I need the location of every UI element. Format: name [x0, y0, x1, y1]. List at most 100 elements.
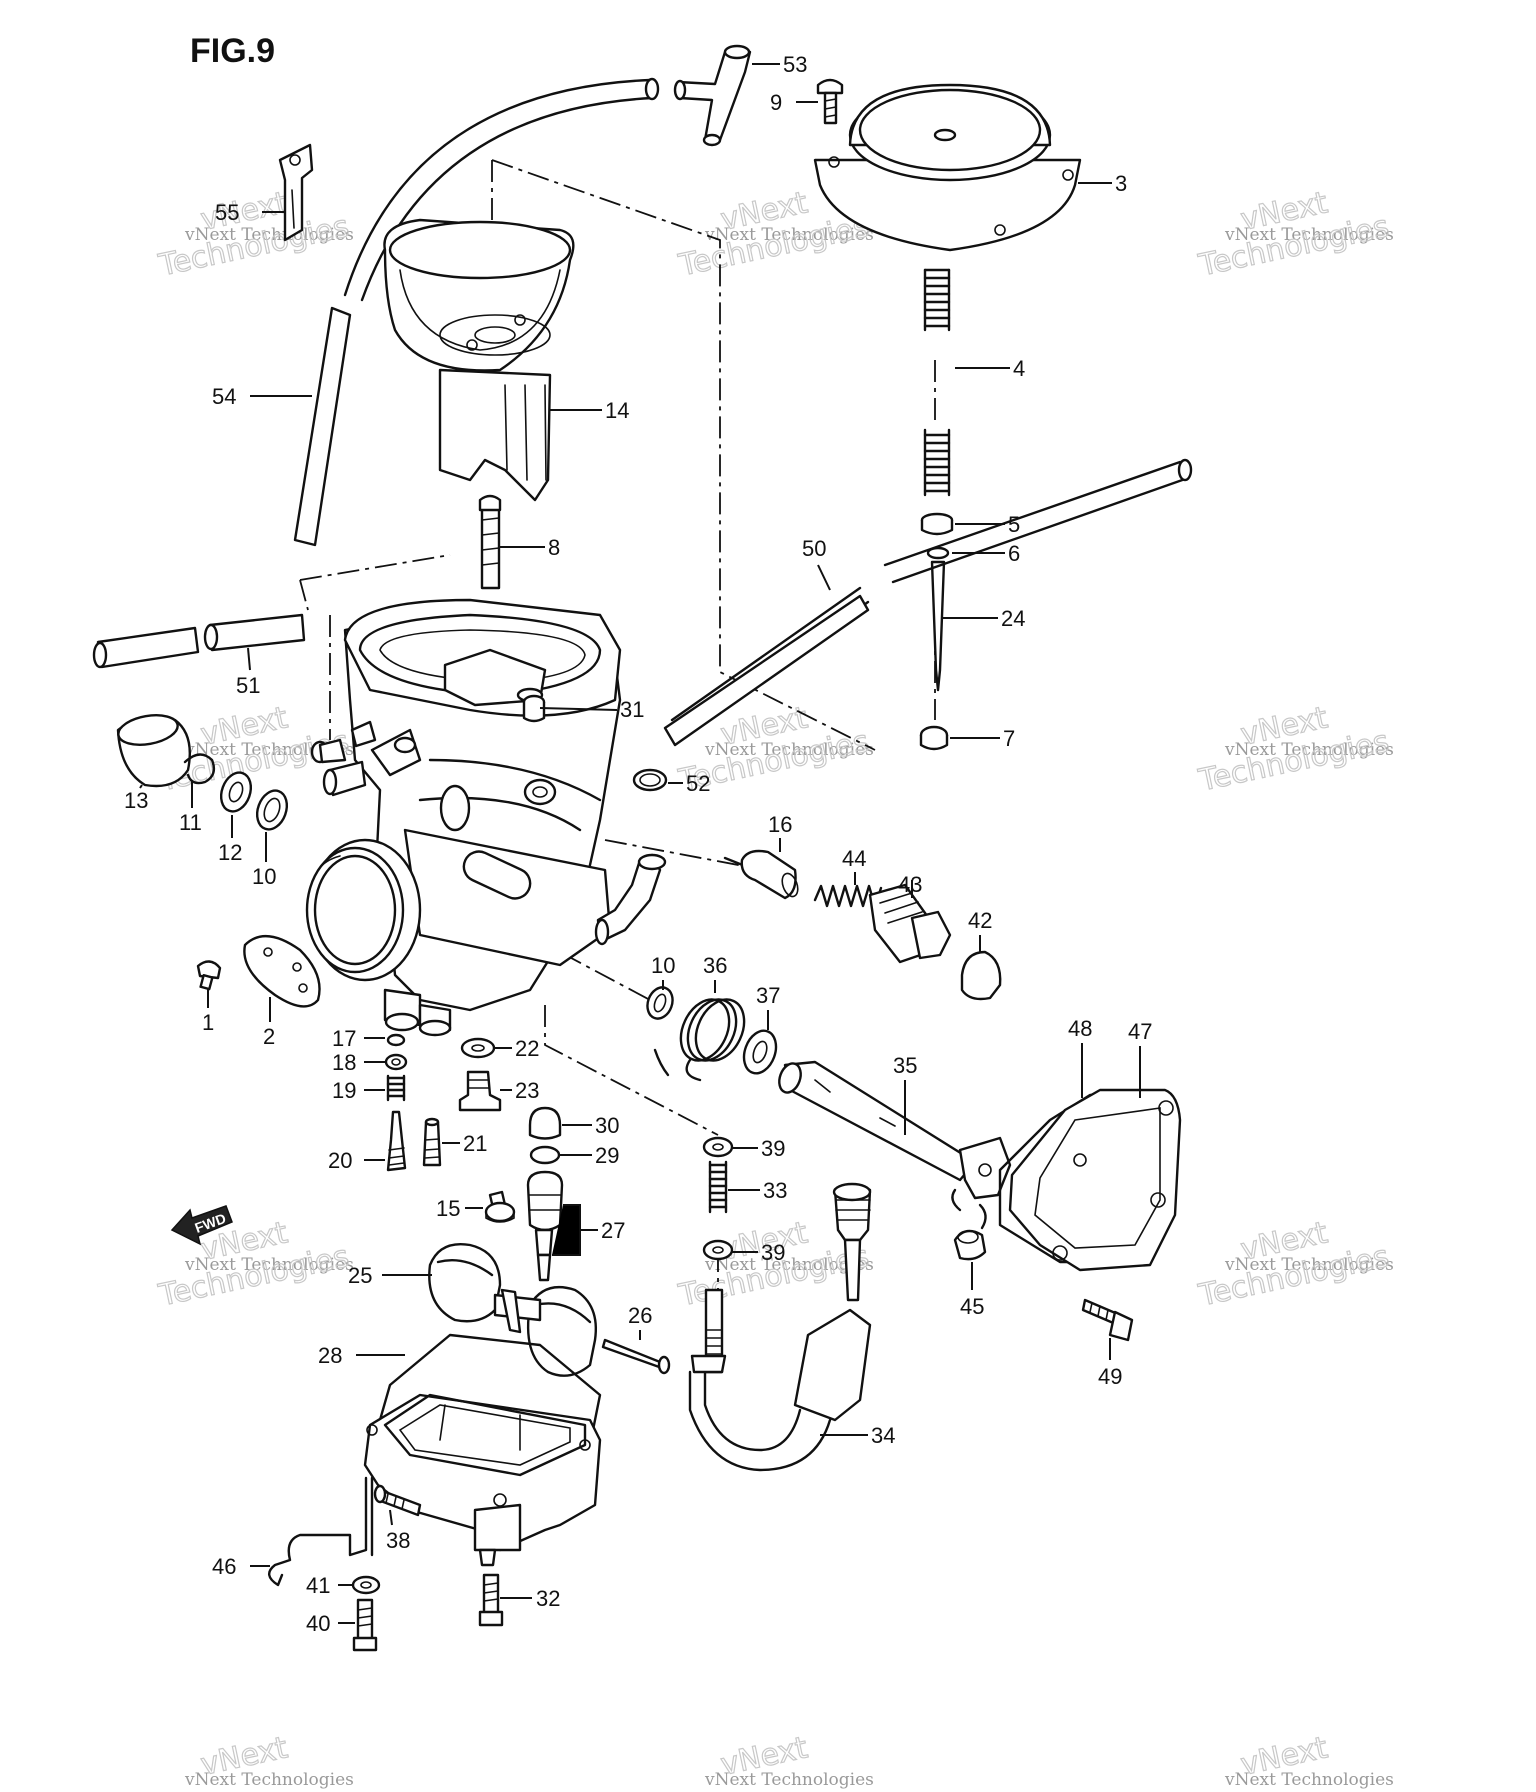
- callout-45: 45: [960, 1294, 984, 1319]
- watermark: vNext Technologies vNext: [1224, 1730, 1394, 1790]
- intake-throat: [305, 838, 422, 982]
- callout-2: 2: [263, 1024, 275, 1049]
- part-45-cap: [953, 1229, 987, 1261]
- part-23-plug: [458, 1070, 502, 1112]
- part-50-hose: [663, 458, 1193, 747]
- callout-30: 30: [595, 1113, 619, 1138]
- part-52-o-ring: [632, 768, 668, 792]
- callout-50: 50: [802, 536, 826, 561]
- part-44-spring: [813, 884, 883, 908]
- part-54-hose: [293, 77, 660, 547]
- callout-6: 6: [1008, 541, 1020, 566]
- callout-51: 51: [236, 673, 260, 698]
- part-29-o-ring: [529, 1145, 561, 1165]
- callout-52: 52: [686, 771, 710, 796]
- part-38-screw: [373, 1484, 422, 1517]
- callout-29: 29: [595, 1143, 619, 1168]
- part-32-screw: [478, 1573, 504, 1627]
- watermark-text: vNext Technologies: [704, 1770, 874, 1790]
- part-4-spring: [923, 268, 951, 497]
- callout-12: 12: [218, 840, 242, 865]
- part-47-cover: [1008, 1088, 1182, 1272]
- part-16-starter-plunger: [723, 849, 799, 900]
- part-31-screw: [522, 694, 546, 723]
- part-39-washer-top: [702, 1136, 734, 1158]
- part-26-pin: [601, 1338, 671, 1375]
- callout-48: 48: [1068, 1016, 1092, 1041]
- part-39-washer-bottom: [702, 1239, 734, 1261]
- part-42-cap: [960, 950, 1002, 1001]
- callout-46: 46: [212, 1554, 236, 1579]
- part-22-washer: [460, 1037, 496, 1059]
- callout-20: 20: [328, 1148, 352, 1173]
- callout-54: 54: [212, 384, 236, 409]
- part-37-washer: [742, 1029, 778, 1075]
- callout-19: 19: [332, 1078, 356, 1103]
- part-6-clip: [926, 546, 950, 560]
- callout-39: 39: [761, 1136, 785, 1161]
- part-7-washer: [919, 725, 949, 751]
- watermark-text: vNext Technologies: [184, 1255, 354, 1275]
- part-15-screw: [484, 1190, 516, 1223]
- watermark-text: vNext Technologies: [184, 1770, 354, 1790]
- part-10-o-ring: [255, 789, 289, 831]
- watermark-text: vNext Technologies: [704, 740, 874, 760]
- callout-3: 3: [1115, 171, 1127, 196]
- callout-9: 9: [770, 90, 782, 115]
- callout-10: 10: [252, 864, 276, 889]
- callout-18: 18: [332, 1050, 356, 1075]
- watermark: vNext Technologies vNext Technologies: [1195, 700, 1394, 800]
- watermark-text: vNext Technologies: [1224, 1770, 1394, 1790]
- part-34-cable-hose: [688, 1182, 872, 1472]
- part-3-top-cap: [813, 83, 1082, 252]
- part-8-screw: [478, 494, 502, 590]
- part-17-washer: [386, 1033, 406, 1047]
- part-43-nut: [868, 883, 952, 964]
- callout-11: 11: [179, 810, 202, 835]
- part-10-o-ring-right: [646, 986, 674, 1020]
- watermark: vNext Technologies vNext Technologies: [155, 185, 354, 285]
- part-5-retainer: [920, 512, 954, 536]
- part-49-bolt: [1081, 1298, 1134, 1342]
- fuel-inlet-elbow: [594, 853, 667, 946]
- part-35-throttle-shaft: [778, 1060, 1012, 1230]
- callout-7: 7: [1003, 726, 1015, 751]
- callout-15: 15: [436, 1196, 460, 1221]
- part-30-cap: [528, 1106, 562, 1140]
- part-12-washer: [219, 771, 253, 813]
- callout-24: 24: [1001, 606, 1025, 631]
- callout-47: 47: [1128, 1019, 1152, 1044]
- callout-4: 4: [1013, 356, 1025, 381]
- callout-8: 8: [548, 535, 560, 560]
- callout-1: 1: [202, 1010, 214, 1035]
- part-11-clip: [183, 753, 216, 785]
- leader-lines: [139, 63, 1141, 1624]
- callout-26: 26: [628, 1303, 652, 1328]
- part-9-screw: [816, 78, 844, 125]
- callout-36: 36: [703, 953, 727, 978]
- part-13-collar: [116, 714, 192, 788]
- callout-40: 40: [306, 1611, 330, 1636]
- callout-43: 43: [898, 872, 922, 897]
- part-55-bracket: [278, 143, 314, 242]
- part-19-spring: [386, 1074, 406, 1102]
- float-chamber: [363, 1393, 602, 1567]
- callout-33: 33: [763, 1178, 787, 1203]
- watermark-text: vNext Technologies: [1224, 740, 1394, 760]
- callout-37: 37: [756, 983, 780, 1008]
- callout-34: 34: [871, 1423, 895, 1448]
- watermark-text: vNext Technologies: [704, 1255, 874, 1275]
- figure-title: FIG.9: [190, 32, 275, 70]
- callout-14: 14: [605, 398, 629, 423]
- callout-22: 22: [515, 1036, 539, 1061]
- part-2-cover-plate: [243, 934, 321, 1008]
- part-14-diaphragm-piston: [383, 218, 575, 502]
- carburetor-body: [310, 598, 622, 1037]
- part-25-float: [428, 1243, 597, 1377]
- part-40-screw: [352, 1598, 378, 1652]
- callout-32: 32: [536, 1586, 560, 1611]
- callout-23: 23: [515, 1078, 539, 1103]
- part-1-screw: [196, 960, 222, 991]
- callout-41: 41: [306, 1573, 330, 1598]
